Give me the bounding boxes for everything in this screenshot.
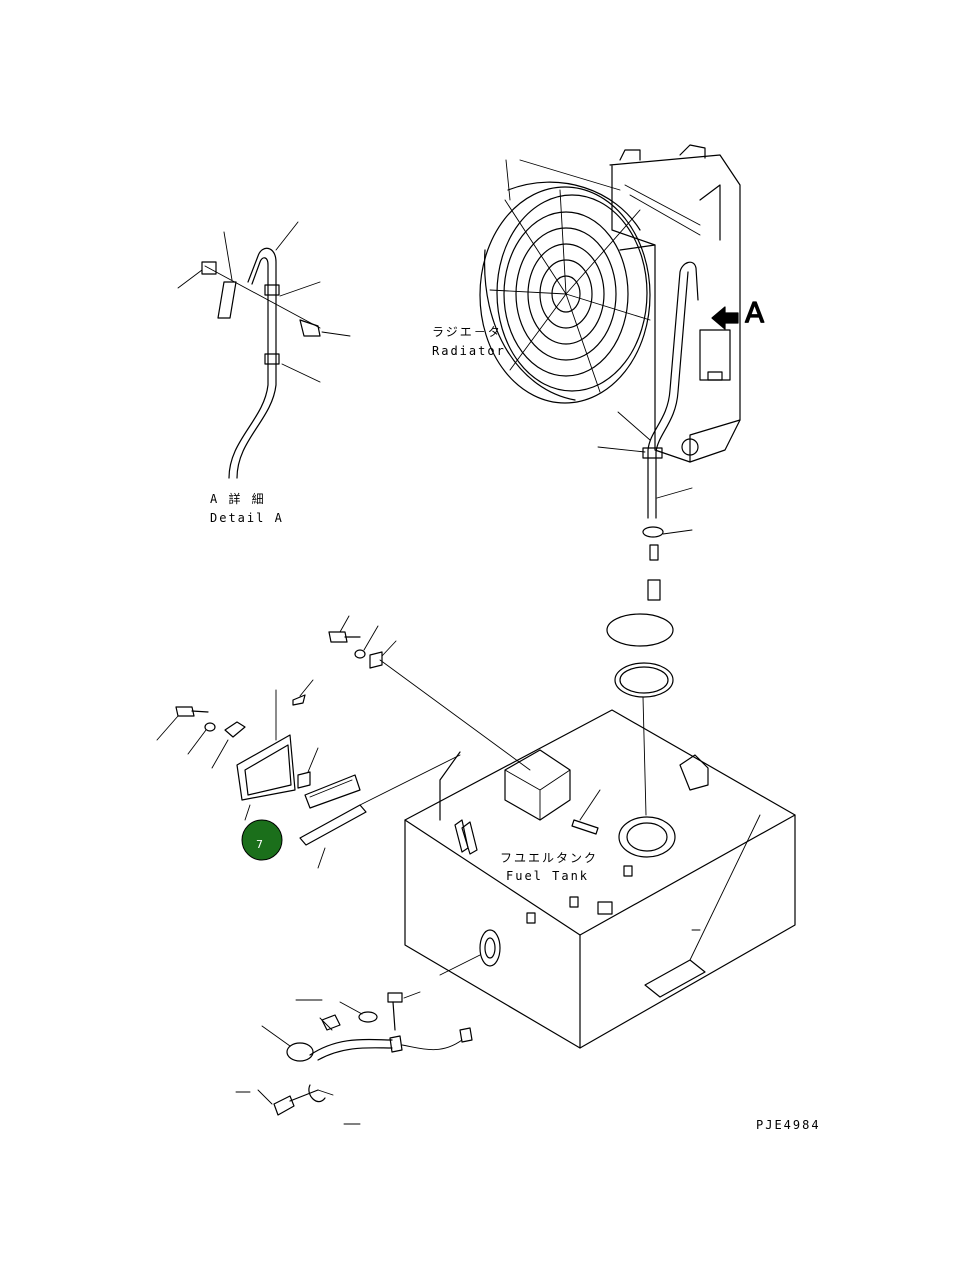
view-a-letter: A bbox=[745, 296, 764, 329]
fuel-tank-label: フユエルタンク Fuel Tank bbox=[500, 851, 598, 883]
filler-neck-parts bbox=[606, 526, 693, 816]
detail-a-label-en: Detail A bbox=[210, 511, 284, 525]
radiator-label: ラジエ－タ Radiator bbox=[432, 325, 506, 358]
fuel-sender-parts bbox=[235, 954, 481, 1125]
fuel-tank-label-en: Fuel Tank bbox=[506, 869, 589, 883]
detail-a-label-jp: A 詳 細 bbox=[210, 491, 266, 506]
drawing-code: PJE4984 bbox=[756, 1118, 821, 1132]
radiator-assembly: A bbox=[479, 144, 765, 519]
detail-a-label: A 詳 細 Detail A bbox=[210, 491, 284, 525]
part-callout-7[interactable]: 7 bbox=[241, 819, 283, 861]
callout-circle[interactable] bbox=[241, 819, 283, 861]
detail-a-hose bbox=[177, 221, 351, 479]
radiator-label-jp: ラジエ－タ bbox=[432, 325, 502, 339]
callout-number: 7 bbox=[256, 838, 263, 851]
fuel-tank bbox=[404, 709, 796, 1049]
fuel-tank-label-jp: フユエルタンク bbox=[500, 851, 598, 865]
mounting-brackets bbox=[156, 615, 531, 869]
radiator-label-en: Radiator bbox=[432, 344, 506, 358]
